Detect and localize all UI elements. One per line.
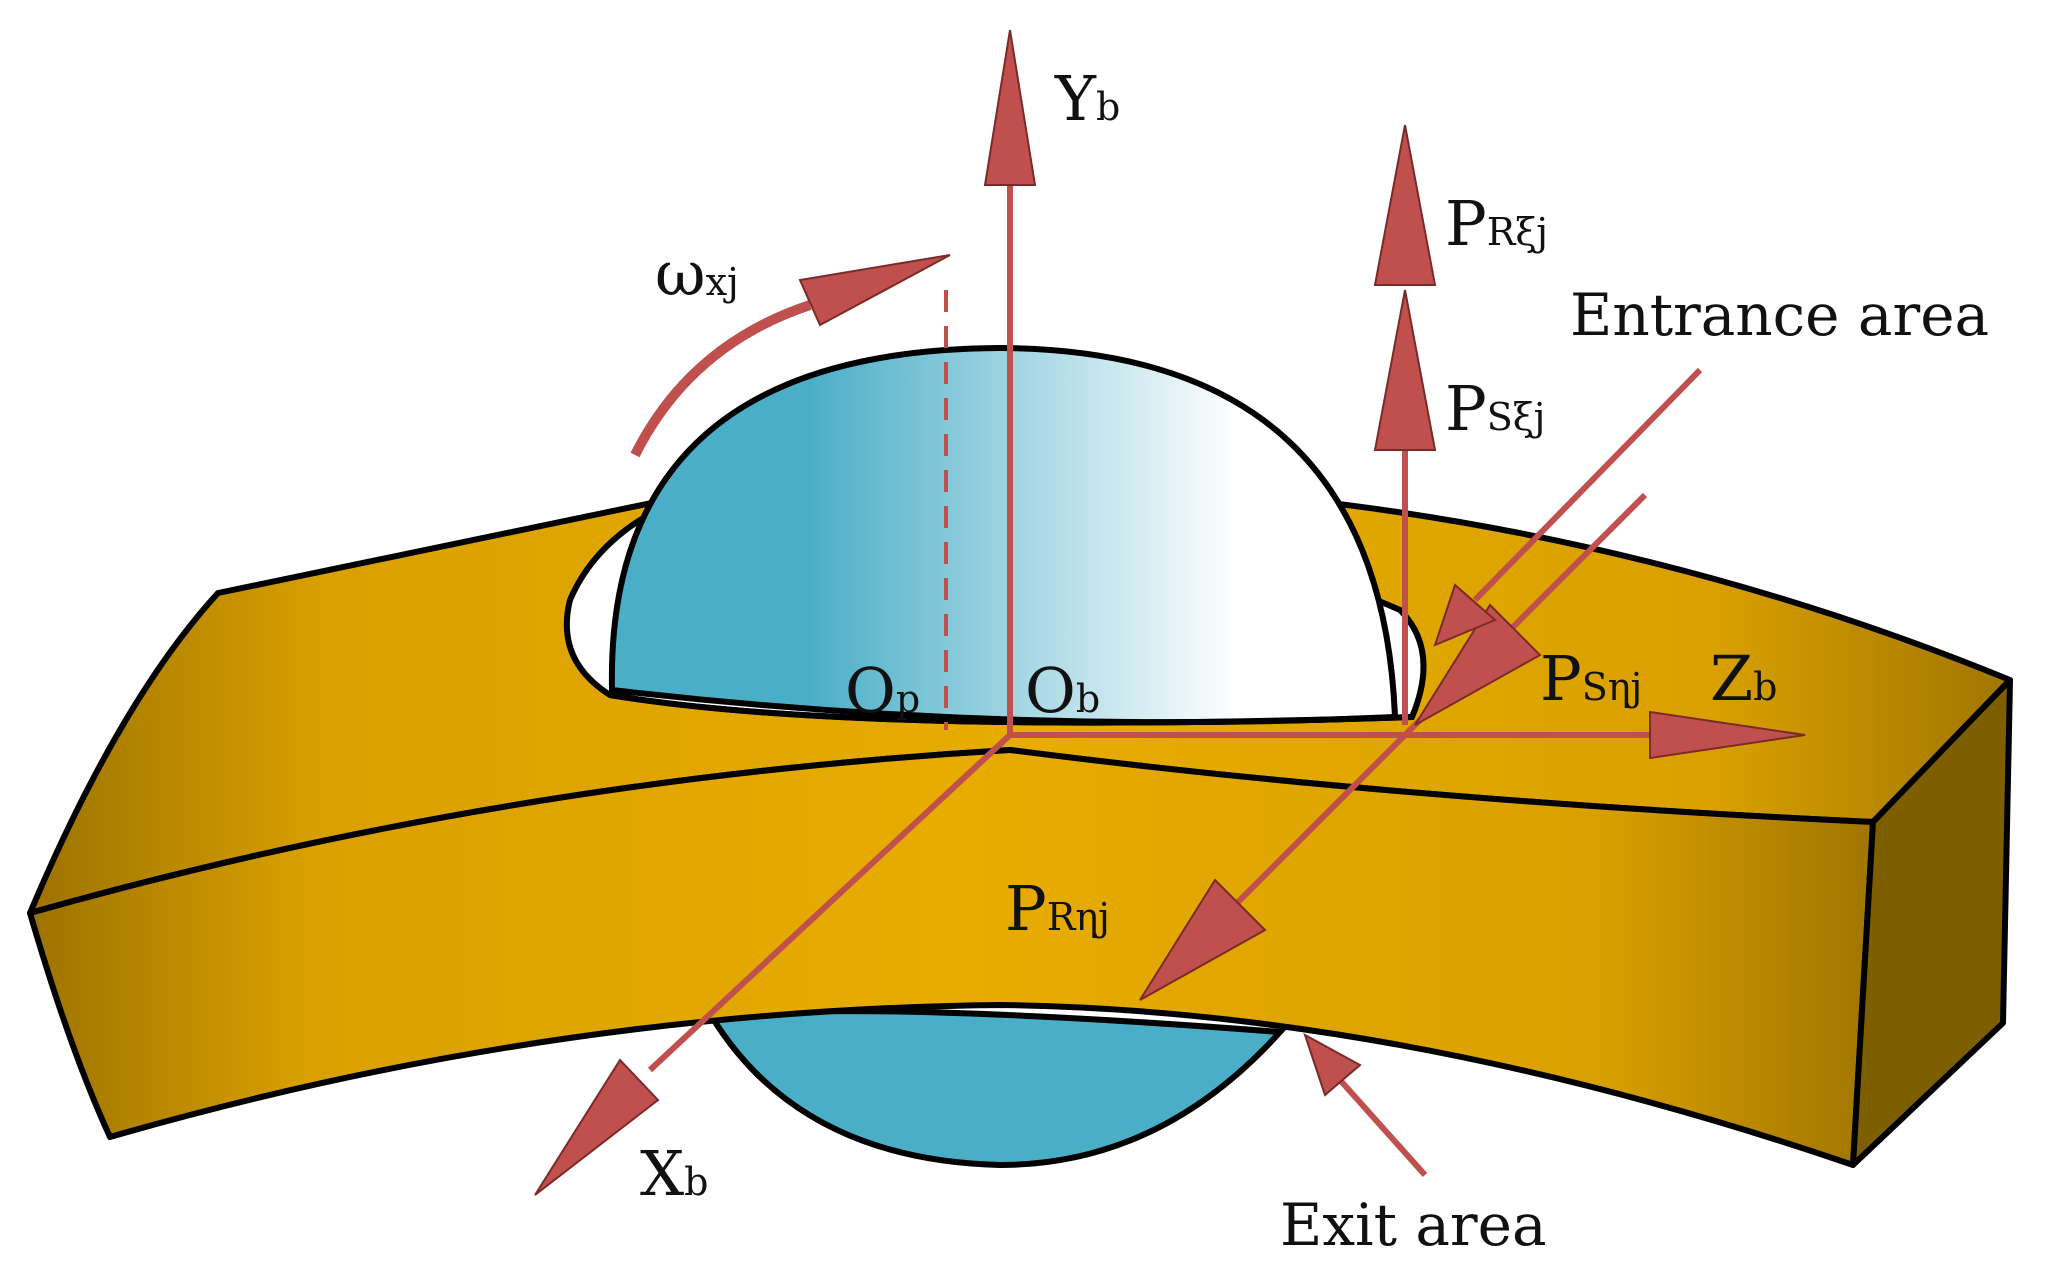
label-xb: Xb — [640, 1137, 708, 1210]
yb-arrowhead — [983, 29, 1037, 186]
ps-xi-arrowhead — [1373, 289, 1437, 451]
label-omega: ωxj — [655, 237, 739, 310]
pr-xi-arrowhead — [1373, 124, 1437, 286]
omega-arrowhead — [798, 254, 951, 327]
exit-pointer-head — [1303, 1032, 1362, 1097]
label-ob: Ob — [1025, 654, 1100, 727]
ps-eta-arrowhead — [1414, 603, 1542, 726]
zb-arrowhead — [1649, 710, 1806, 760]
ball-upper-dome — [608, 344, 1399, 726]
entrance-pointer-head — [1433, 583, 1497, 647]
label-ps-xi: PSξj — [1445, 372, 1545, 445]
label-yb: Yb — [1054, 62, 1120, 135]
omega-rotation-arc — [630, 300, 812, 458]
label-pr-xi: PRξj — [1445, 187, 1548, 260]
label-pr-eta: PRηj — [1005, 872, 1110, 945]
ball-lower-part — [706, 1008, 1287, 1169]
label-op: Op — [845, 654, 920, 727]
label-entrance-area: Entrance area — [1570, 281, 1989, 349]
label-exit-area: Exit area — [1280, 1191, 1547, 1259]
exit-pointer-line — [1337, 1077, 1428, 1178]
xb-arrowhead — [534, 1058, 660, 1196]
pr-eta-arrowhead — [1139, 878, 1267, 1001]
ring-front-face — [27, 747, 1876, 1168]
entrance-pointer-line — [1472, 367, 1703, 603]
ring-groove-edge — [609, 692, 1413, 726]
ring-side-face — [1850, 677, 2013, 1168]
label-zb: Zb — [1710, 642, 1777, 715]
label-ps-eta: PSηj — [1540, 642, 1642, 715]
xb-axis-line — [647, 732, 1013, 1073]
